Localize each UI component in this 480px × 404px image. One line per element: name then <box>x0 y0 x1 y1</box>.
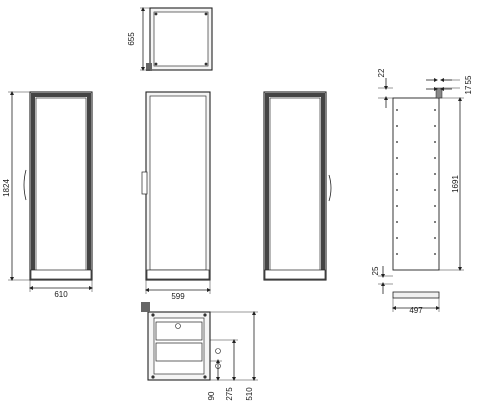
dim-side-top-offset: 22 <box>377 68 386 77</box>
dim-closed-width: 599 <box>171 292 185 301</box>
dim-top-depth: 655 <box>127 32 136 46</box>
front-open-view: 1824 610 <box>2 91 93 299</box>
dim-bottom-90: 90 <box>207 391 216 400</box>
dim-bottom-275: 275 <box>225 387 234 401</box>
bottom-view: 90 275 510 <box>141 302 258 401</box>
dim-rail-depth: 17 <box>464 85 473 94</box>
side-panel-view: 22 55 17 1691 25 497 <box>371 68 473 315</box>
dim-bottom-510: 510 <box>245 387 254 401</box>
dim-side-bottom-offset: 25 <box>371 266 380 275</box>
dim-side-width: 497 <box>409 306 423 315</box>
dim-height: 1824 <box>2 179 11 197</box>
front-closed-view: 599 <box>141 91 211 301</box>
dim-front-width: 610 <box>54 290 68 299</box>
top-view: 655 <box>127 7 213 71</box>
dim-rail-width: 55 <box>464 75 473 84</box>
side-frame-view <box>263 91 332 281</box>
dim-side-height: 1691 <box>451 175 460 193</box>
